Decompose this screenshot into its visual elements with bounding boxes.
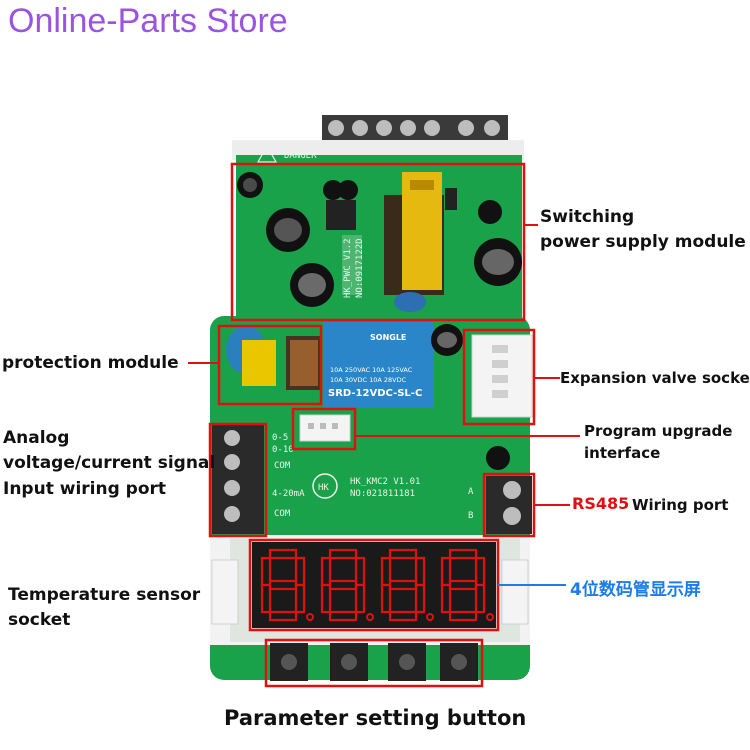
relay-brand: SONGLE [370, 333, 406, 342]
label-rs485-black: Wiring port [632, 496, 729, 514]
silk-com-2: COM [274, 509, 291, 519]
label-analog-3: Input wiring port [3, 479, 167, 499]
label-temp-1: Temperature sensor [8, 585, 201, 605]
digit-2-segment-4 [328, 610, 358, 622]
label-display-cn: 4位数码管显示屏 [570, 580, 701, 600]
digit-2-dot [366, 613, 374, 621]
pwc-silk-2: NO:0917122D [355, 238, 365, 298]
label-temp-2: socket [8, 610, 71, 630]
digit-1-segment-7 [268, 579, 298, 591]
relay-rating-1: 10A 250VAC 10A 125VAC [330, 366, 413, 374]
silk-4-20: 4-20mA [272, 489, 305, 499]
label-protection: protection module [2, 353, 179, 373]
label-rs485-red: RS485 [572, 494, 630, 513]
label-buttons: Parameter setting button [224, 706, 527, 730]
store-title: Online-Parts Store [8, 2, 288, 40]
power-components: HK_PWC V1.2 NO:0917122D [237, 172, 522, 312]
digit-3-segment-6 [380, 556, 392, 587]
relay-model: SRD-12VDC-SL-C [328, 388, 422, 399]
pwc-silk-1: HK_PWC V1.2 [343, 238, 353, 298]
danger-silk: DANGER [284, 151, 317, 161]
digit-2-segment-1 [328, 548, 358, 560]
seven-segment-display [252, 542, 496, 628]
digit-1-segment-3 [294, 583, 306, 614]
relay: SONGLE 10A 250VAC 10A 125VAC 10A 30VDC 1… [323, 322, 434, 408]
digit-3-segment-4 [388, 610, 418, 622]
digit-4-segment-7 [448, 579, 478, 591]
digit-2-segment-7 [328, 579, 358, 591]
digit-1-segment-4 [268, 610, 298, 622]
digit-4-segment-1 [448, 548, 478, 560]
label-switching-2: power supply module [540, 232, 746, 252]
digit-3-dot [426, 613, 434, 621]
label-switching-1: Switching [540, 207, 635, 227]
rs485-terminal [486, 476, 532, 534]
digit-1-segment-6 [260, 556, 272, 587]
label-analog-1: Analog [3, 428, 70, 448]
svg-text:HK: HK [318, 483, 329, 493]
digit-4-dot [486, 613, 494, 621]
silk-0-10: 0-10 [272, 445, 294, 455]
label-program-1: Program upgrade [584, 422, 733, 440]
silk-com-1: COM [274, 461, 291, 471]
digit-3-segment-3 [414, 583, 426, 614]
protection-components [226, 326, 322, 390]
digit-4-segment-6 [440, 556, 452, 587]
digit-1-segment-1 [268, 548, 298, 560]
digit-4-segment-3 [474, 583, 486, 614]
silk-a: A [468, 487, 474, 497]
analog-terminal-block [212, 424, 264, 534]
digit-3-segment-1 [388, 548, 418, 560]
silk-b: B [468, 511, 473, 521]
relay-rating-2: 10A 30VDC 10A 28VDC [330, 376, 407, 384]
digit-4-segment-4 [448, 610, 478, 622]
digit-3-segment-7 [388, 579, 418, 591]
digit-2-segment-6 [320, 556, 332, 587]
label-program-2: interface [584, 444, 661, 462]
annotation-lines [188, 224, 580, 506]
kmc-silk-1: HK_KMC2 V1.01 [350, 477, 420, 487]
digit-2-segment-3 [354, 583, 366, 614]
silk-0-5: 0-5 [272, 433, 288, 443]
label-expansion: Expansion valve socke [560, 369, 750, 387]
label-analog-2: voltage/current signal [3, 453, 216, 473]
kmc-silk-2: NO:021811181 [350, 489, 415, 499]
digit-1-dot [306, 613, 314, 621]
buttons-row [270, 643, 478, 681]
